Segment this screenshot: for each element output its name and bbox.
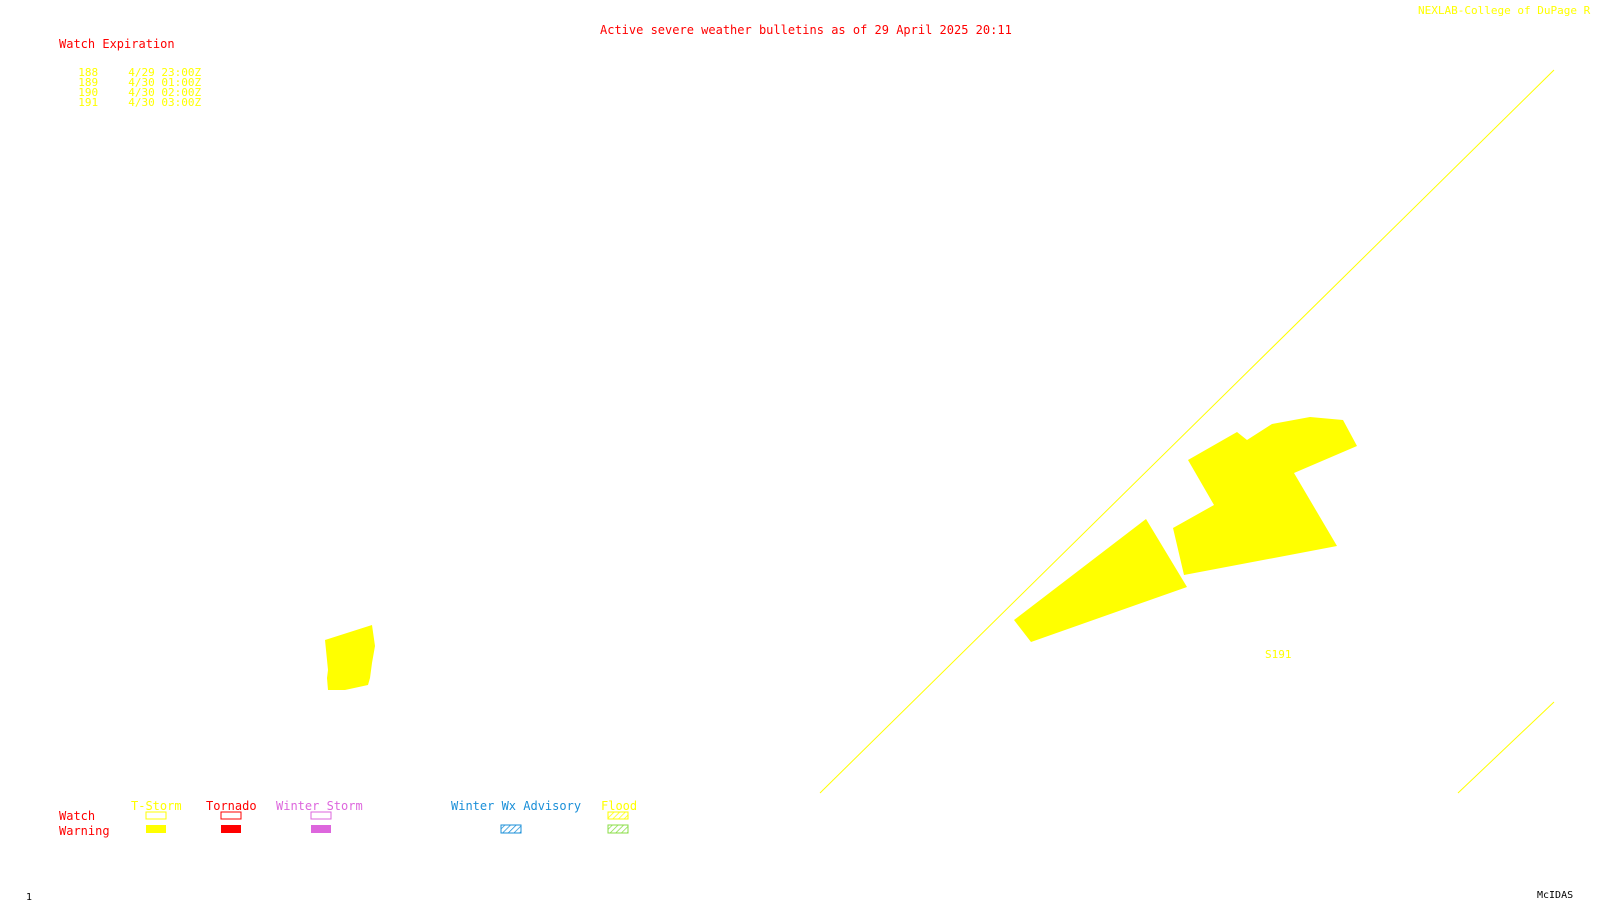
source-credit: NEXLAB-College of DuPage R (1418, 4, 1591, 17)
watch-expiration-time: 4/30 03:00Z (128, 96, 202, 109)
legend-label-winter-storm: Winter Storm (276, 799, 363, 813)
legend-label-flood: Flood (601, 799, 638, 813)
tstorm-warning-polygon-east (1173, 417, 1357, 575)
watch-row: 190 4/30 02:00Z (65, 73, 201, 99)
watch-number: 190 (78, 86, 99, 99)
legend-tstorm-watch-swatch (145, 811, 167, 820)
legend-flood-watch-swatch (607, 811, 629, 820)
legend-tstorm-warning-swatch (146, 825, 166, 833)
watch-row: 191 4/30 03:00Z (65, 83, 201, 109)
tstorm-warning-polygon-central (1014, 519, 1187, 642)
watch-row: 188 4/29 23:00Z (65, 53, 201, 79)
bulletin-title: Active severe weather bulletins as of 29… (600, 23, 1012, 37)
tstorm-warning-polygon-west (325, 625, 375, 690)
legend-row-watch: Watch (59, 809, 96, 823)
legend-row-warning: Warning (59, 824, 110, 838)
watch-box-line-north (819, 69, 1555, 794)
legend-winter-storm-warning-swatch (311, 825, 331, 833)
legend-winter-advisory-warning-swatch (500, 824, 522, 834)
legend-tornado-watch-swatch (220, 811, 242, 820)
watch-number: 189 (78, 76, 99, 89)
legend-tornado-warning-swatch (221, 825, 241, 833)
frame-number: 1 (26, 892, 33, 903)
watch-number: 188 (78, 66, 99, 79)
legend-winter-storm-watch-swatch (310, 811, 332, 820)
software-label: McIDAS (1537, 890, 1574, 901)
watch-expiration-time: 4/30 02:00Z (128, 86, 202, 99)
legend-label-tornado: Tornado (206, 799, 257, 813)
watch-expiration-time: 4/30 01:00Z (128, 76, 202, 89)
watch-expiration-heading: Watch Expiration (59, 37, 175, 51)
legend-label-tstorm: T-Storm (131, 799, 182, 813)
watch-number: 191 (78, 96, 99, 109)
watch-box-label: S191 (1265, 648, 1292, 661)
legend-label-winter-advisory: Winter Wx Advisory (451, 799, 582, 813)
watch-box-line-south (1457, 701, 1555, 794)
watch-row: 189 4/30 01:00Z (65, 63, 201, 89)
legend-flood-warning-swatch (607, 824, 629, 834)
watch-expiration-time: 4/29 23:00Z (128, 66, 202, 79)
